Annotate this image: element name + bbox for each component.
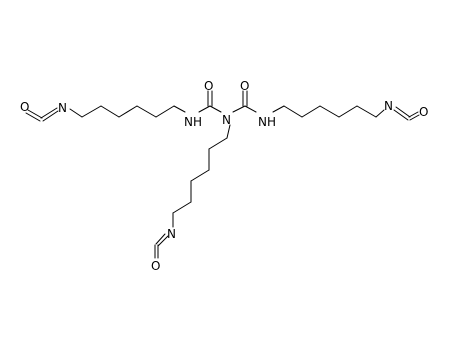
bond bbox=[283, 105, 303, 118]
right-isocyanate bbox=[393, 106, 420, 121]
bond bbox=[190, 169, 210, 182]
bond bbox=[232, 105, 246, 113]
right-hexyl-chain bbox=[272, 105, 385, 118]
bond-c-n-left-a bbox=[40, 107, 58, 119]
bond bbox=[375, 109, 385, 118]
bond-n-c-bottom-b bbox=[157, 235, 169, 247]
bond bbox=[100, 105, 120, 118]
carbonyl-1 bbox=[198, 90, 222, 113]
carbonyl-2 bbox=[232, 90, 257, 113]
atom-label-nh: NH bbox=[258, 115, 276, 129]
bond bbox=[338, 105, 358, 118]
bond bbox=[155, 105, 175, 118]
bond-c-o-right-a bbox=[408, 111, 419, 118]
bond bbox=[69, 108, 83, 118]
bond bbox=[118, 105, 138, 118]
bond bbox=[244, 105, 257, 113]
bond-n-c-bottom-a bbox=[155, 233, 166, 245]
bond bbox=[81, 105, 102, 118]
atom-label-oxygen: O bbox=[240, 79, 249, 93]
bond bbox=[209, 105, 222, 113]
bond bbox=[356, 105, 377, 118]
bond bbox=[272, 105, 285, 113]
bottom-hexyl-chain bbox=[172, 124, 231, 228]
bond-o-c-left-a bbox=[27, 109, 43, 119]
bond bbox=[198, 105, 211, 113]
atom-label-nitrogen: N bbox=[58, 101, 67, 115]
bond bbox=[173, 105, 186, 113]
atom-label-oxygen: O bbox=[204, 79, 213, 93]
bond bbox=[319, 105, 340, 118]
bond-o-c-left-b bbox=[25, 112, 41, 122]
atom-label-nh: NH bbox=[184, 115, 202, 129]
bond bbox=[301, 105, 321, 118]
bond bbox=[208, 137, 228, 150]
bond-n-c-right-b bbox=[393, 109, 409, 121]
bond bbox=[226, 124, 231, 139]
atom-label-oxygen: O bbox=[151, 259, 160, 273]
atom-label-nitrogen-central: N bbox=[222, 113, 231, 127]
bottom-isocyanate bbox=[154, 233, 169, 259]
bond bbox=[136, 105, 157, 118]
bond bbox=[172, 201, 192, 214]
atom-label-oxygen: O bbox=[419, 105, 428, 119]
atom-label-oxygen: O bbox=[20, 100, 29, 114]
atom-label-nitrogen: N bbox=[167, 227, 176, 241]
atom-label-nitrogen: N bbox=[384, 99, 393, 113]
bond-c-n-left-b bbox=[42, 110, 59, 122]
bond-c-o-right-b bbox=[409, 114, 420, 121]
left-isocyanate bbox=[25, 107, 59, 122]
left-hexyl-chain bbox=[69, 105, 186, 118]
bond-n-c-right-a bbox=[395, 106, 411, 118]
